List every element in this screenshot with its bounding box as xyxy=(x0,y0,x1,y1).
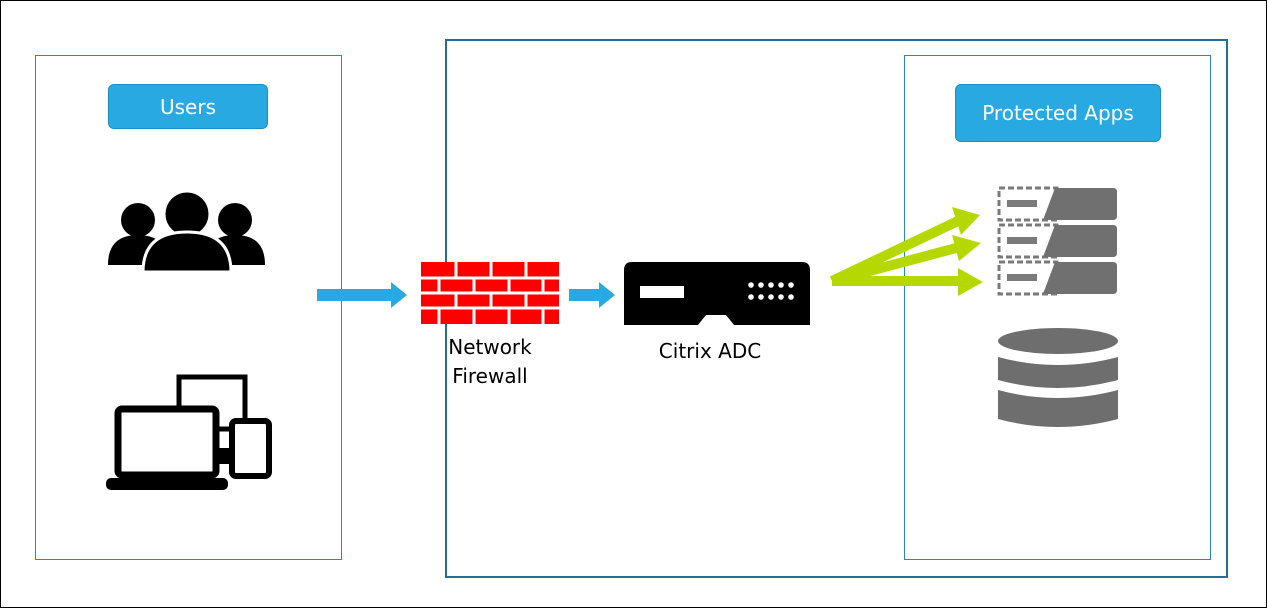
flow-arrow-icon xyxy=(317,282,407,308)
users-panel xyxy=(35,55,342,560)
firewall-label: Network Firewall xyxy=(430,333,550,391)
database-icon xyxy=(998,328,1118,427)
load-balance-arrows-icon xyxy=(829,207,983,296)
users-group-icon xyxy=(108,189,265,274)
flow-arrow-icon xyxy=(569,282,615,308)
adc-appliance-icon xyxy=(624,262,810,325)
apps-panel xyxy=(904,55,1211,560)
adc-label: Citrix ADC xyxy=(658,339,762,363)
server-stack-icon xyxy=(997,186,1117,296)
protected-apps-title: Protected Apps xyxy=(955,84,1161,142)
devices-icon xyxy=(106,374,272,490)
firewall-label-line1: Network xyxy=(448,335,532,359)
firewall-icon xyxy=(421,262,559,324)
firewall-label-line2: Firewall xyxy=(452,364,528,388)
users-title: Users xyxy=(108,84,268,129)
